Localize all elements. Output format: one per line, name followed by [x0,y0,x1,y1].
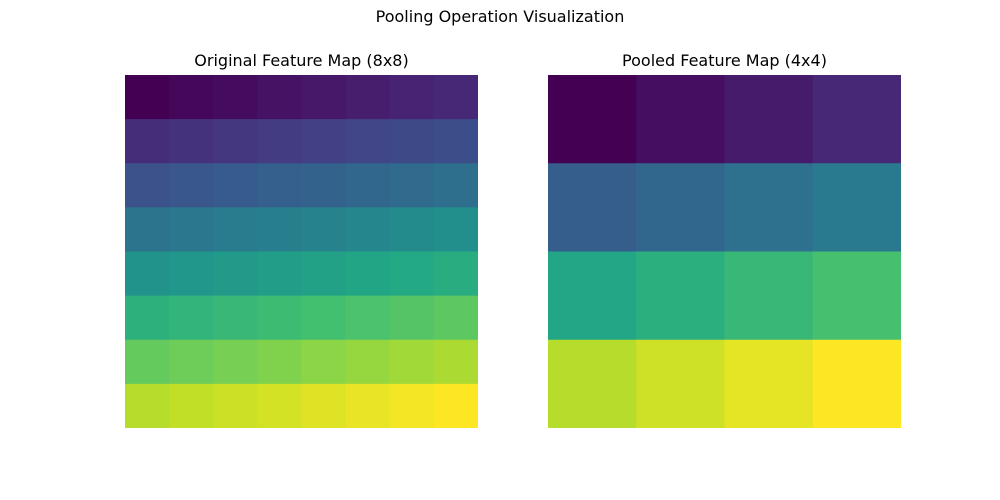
original-map-cell-r5-c2 [213,295,258,341]
pooled-map-cell-r0-c1 [636,75,726,164]
pooled-feature-map-heatmap [548,75,901,428]
original-map-cell-r7-c4 [301,383,347,428]
original-map-cell-r7-c6 [389,383,435,428]
original-map-cell-r5-c5 [345,295,391,341]
pooled-map-cell-r0-c2 [724,75,814,164]
original-map-title: Original Feature Map (8x8) [194,51,409,70]
original-map-cell-r2-c6 [389,163,435,208]
original-map-cell-r6-c3 [257,339,303,385]
original-map-cell-r1-c6 [389,119,435,164]
original-map-cell-r4-c5 [345,251,391,297]
original-map-cell-r6-c2 [213,339,258,385]
original-map-cell-r3-c2 [213,207,258,253]
pooled-map-cell-r1-c3 [812,163,901,253]
original-map-cell-r1-c7 [433,119,478,164]
original-map-cell-r2-c3 [257,163,303,208]
original-map-cell-r3-c1 [169,207,214,253]
pooled-map-cell-r3-c3 [812,339,901,428]
original-map-cell-r2-c1 [169,163,214,208]
pooled-map-cell-r3-c1 [636,339,726,428]
original-map-cell-r6-c4 [301,339,347,385]
original-map-cell-r4-c3 [257,251,303,297]
original-map-cell-r3-c6 [389,207,435,253]
original-map-cell-r5-c4 [301,295,347,341]
original-map-cell-r1-c2 [213,119,258,164]
pooled-map-cell-r1-c0 [548,163,637,253]
original-map-cell-r2-c7 [433,163,478,208]
pooled-map-cell-r2-c1 [636,251,726,341]
original-map-cell-r5-c3 [257,295,303,341]
original-map-cell-r6-c1 [169,339,214,385]
original-map-cell-r6-c5 [345,339,391,385]
original-map-cell-r0-c4 [301,75,347,120]
pooled-map-cell-r2-c2 [724,251,814,341]
original-map-cell-r5-c7 [433,295,478,341]
original-map-cell-r3-c4 [301,207,347,253]
original-map-cell-r0-c0 [125,75,170,120]
original-map-cell-r7-c0 [125,383,170,428]
original-map-cell-r0-c3 [257,75,303,120]
original-map-cell-r5-c1 [169,295,214,341]
original-map-cell-r7-c5 [345,383,391,428]
original-feature-map-heatmap [125,75,478,428]
original-map-cell-r2-c0 [125,163,170,208]
original-map-cell-r5-c0 [125,295,170,341]
pooled-map-cell-r2-c0 [548,251,637,341]
original-map-cell-r7-c7 [433,383,478,428]
original-map-cell-r3-c3 [257,207,303,253]
original-map-cell-r1-c1 [169,119,214,164]
original-map-cell-r1-c3 [257,119,303,164]
original-map-cell-r4-c0 [125,251,170,297]
original-map-cell-r6-c0 [125,339,170,385]
pooled-map-cell-r1-c2 [724,163,814,253]
pooled-map-cell-r0-c0 [548,75,637,164]
original-map-cell-r4-c2 [213,251,258,297]
original-map-cell-r2-c5 [345,163,391,208]
original-map-cell-r4-c1 [169,251,214,297]
original-map-cell-r7-c3 [257,383,303,428]
original-map-cell-r2-c4 [301,163,347,208]
original-map-cell-r0-c6 [389,75,435,120]
original-map-cell-r0-c7 [433,75,478,120]
original-map-cell-r6-c6 [389,339,435,385]
original-map-cell-r3-c5 [345,207,391,253]
pooled-map-cell-r1-c1 [636,163,726,253]
original-map-cell-r4-c7 [433,251,478,297]
original-map-cell-r3-c7 [433,207,478,253]
original-map-cell-r7-c2 [213,383,258,428]
original-map-cell-r0-c2 [213,75,258,120]
original-map-cell-r4-c6 [389,251,435,297]
original-map-cell-r1-c4 [301,119,347,164]
pooled-map-cell-r2-c3 [812,251,901,341]
original-map-cell-r4-c4 [301,251,347,297]
pooled-map-title: Pooled Feature Map (4x4) [622,51,827,70]
original-map-cell-r1-c0 [125,119,170,164]
original-map-cell-r1-c5 [345,119,391,164]
pooled-map-cell-r0-c3 [812,75,901,164]
pooled-map-cell-r3-c2 [724,339,814,428]
original-map-cell-r7-c1 [169,383,214,428]
pooled-map-cell-r3-c0 [548,339,637,428]
original-map-cell-r3-c0 [125,207,170,253]
original-map-cell-r0-c5 [345,75,391,120]
figure-title: Pooling Operation Visualization [375,7,625,26]
original-map-cell-r6-c7 [433,339,478,385]
original-map-cell-r2-c2 [213,163,258,208]
original-map-cell-r5-c6 [389,295,435,341]
original-map-cell-r0-c1 [169,75,214,120]
